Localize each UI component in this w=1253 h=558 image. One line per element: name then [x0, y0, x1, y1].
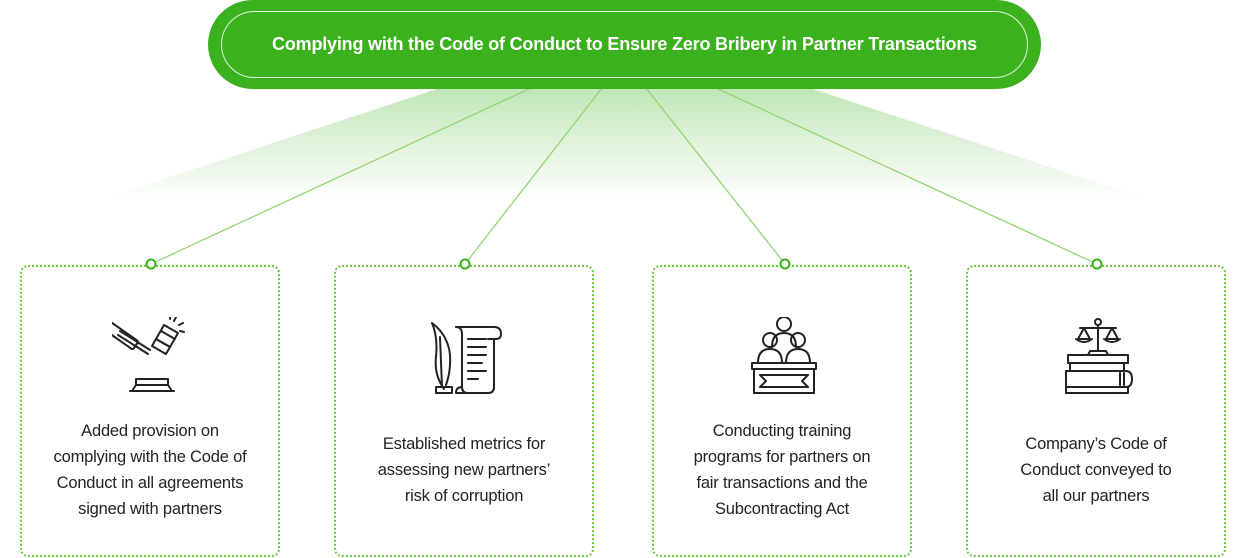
card-text: Company’s Code of Conduct conveyed to al… [978, 385, 1214, 555]
fan-glow [100, 88, 1150, 200]
card-line: fair transactions and the [696, 474, 868, 492]
card-risk-metrics: Established metrics for assessing new pa… [334, 265, 594, 557]
connector-line-4 [715, 87, 1098, 265]
card-text: Established metrics for assessing new pa… [346, 385, 582, 555]
connector-line-1 [150, 87, 532, 265]
card-line: Conducting training [712, 422, 852, 440]
card-line: Subcontracting Act [715, 500, 849, 518]
card-line: risk of corruption [404, 487, 524, 505]
gavel-icon [112, 317, 185, 392]
card-line: all our partners [1042, 487, 1150, 505]
card-line: Conduct conveyed to [1020, 461, 1172, 479]
card-contract-provision: Added provision on complying with the Co… [20, 265, 280, 557]
scales-books-icon [1065, 318, 1133, 394]
training-audience-icon [751, 317, 817, 394]
card-text: Added provision on complying with the Co… [32, 385, 268, 555]
quill-scroll-icon [431, 322, 502, 394]
card-line: programs for partners on [693, 448, 871, 466]
card-line: Added provision on [81, 422, 219, 440]
card-line: signed with partners [78, 500, 222, 518]
diagram-title: Complying with the Code of Conduct to En… [272, 34, 977, 54]
card-line: complying with the Code of [53, 448, 247, 466]
title-inner-border: Complying with the Code of Conduct to En… [221, 11, 1028, 78]
card-line: Established metrics for [382, 435, 546, 453]
card-line: Company’s Code of [1025, 435, 1167, 453]
connector-line-3 [645, 87, 786, 265]
title-banner: Complying with the Code of Conduct to En… [208, 0, 1041, 89]
card-line: Conduct in all agreements [56, 474, 244, 492]
card-partner-training: Conducting training programs for partner… [652, 265, 912, 557]
card-code-conveyed: Company’s Code of Conduct conveyed to al… [966, 265, 1226, 557]
card-line: assessing new partners’ [377, 461, 551, 479]
card-text: Conducting training programs for partner… [664, 385, 900, 555]
connector-line-2 [464, 87, 603, 265]
